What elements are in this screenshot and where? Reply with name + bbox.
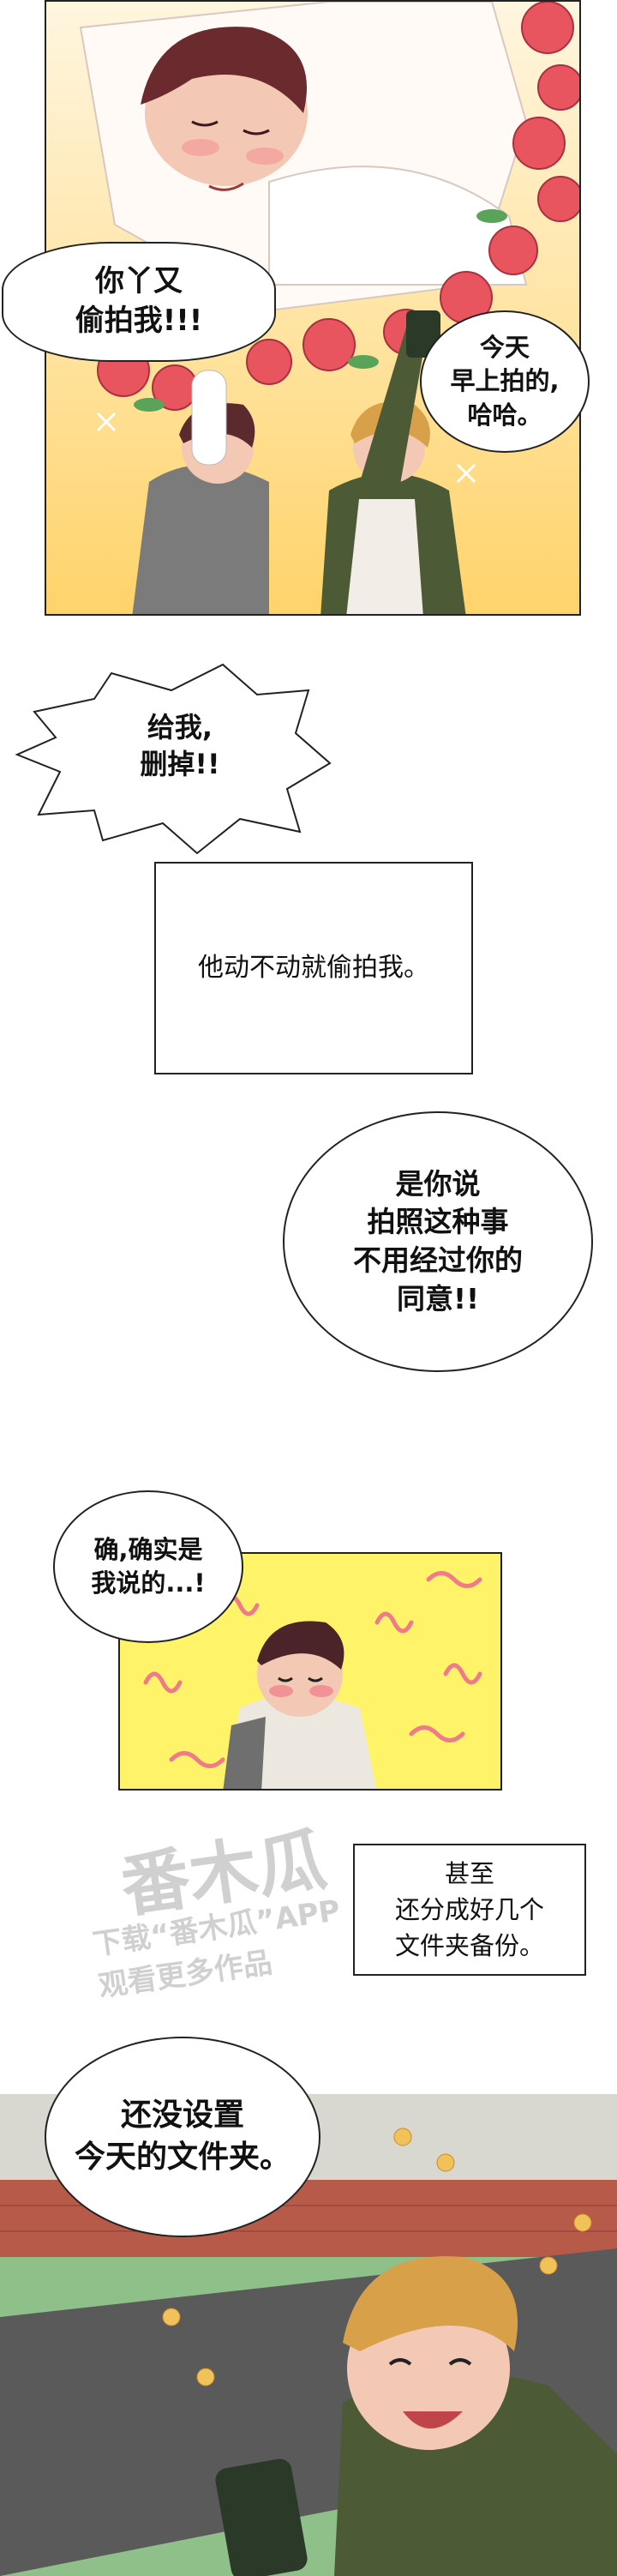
speech-bubble-took-this-morning: 今天 早上拍的, 哈哈。 <box>420 310 590 453</box>
speech-bubble-your-permission: 是你说 拍照这种事 不用经过你的 同意!! <box>283 1111 593 1372</box>
narration-box-1: 他动不动就偷拍我。 <box>154 862 473 1074</box>
narration-box-2: 甚至 还分成好几个 文件夹备份。 <box>353 1844 586 1976</box>
speech-bubble-angry: 你丫又 偷拍我!!! <box>2 242 276 362</box>
spiky-speech-bubble: 给我, 删掉!! <box>140 710 220 780</box>
panel-1 <box>45 0 581 616</box>
speech-bubble-no-folder-today: 还没设置 今天的文件夹。 <box>45 2037 320 2237</box>
panel-1-art <box>46 2 579 614</box>
speech-bubble-i-did-say: 确,确实是 我说的...! <box>53 1490 243 1643</box>
spiky-bubble-shape <box>15 663 332 855</box>
panel-2 <box>118 1552 502 1791</box>
